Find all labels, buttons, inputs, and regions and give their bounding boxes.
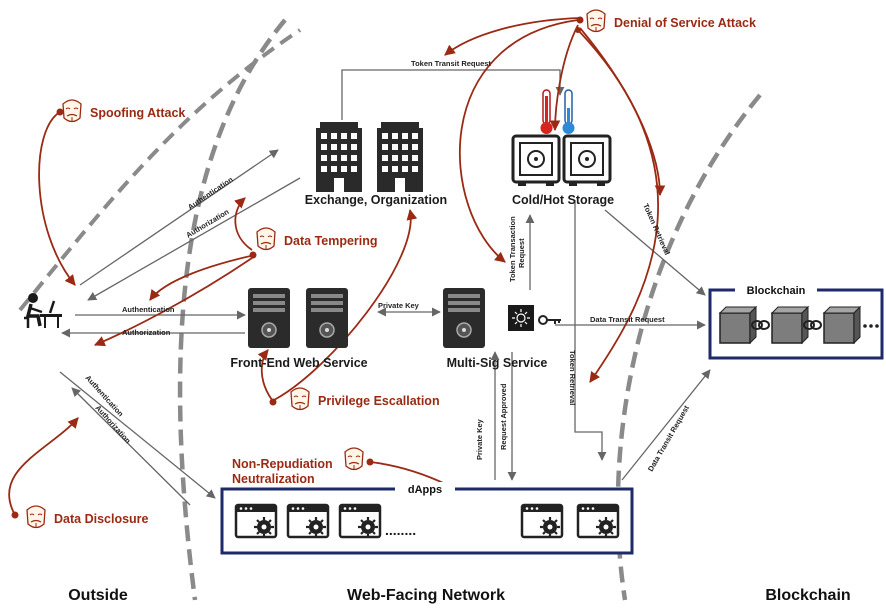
arrow-authz-from-dapps	[71, 387, 191, 506]
neutralization-label: Neutralization	[232, 472, 315, 486]
arrow-dapps-to-blockchain	[621, 369, 711, 481]
attack-path-dos-far	[577, 29, 659, 383]
building-icon	[316, 122, 362, 192]
ellipsis-icon	[863, 324, 879, 328]
edge-label-token-transaction-request: Request	[517, 238, 526, 268]
thermometer-cold-icon	[562, 89, 575, 134]
app-window-icon	[338, 503, 382, 539]
app-window-icon	[234, 503, 278, 539]
zone-label-web-facing: Web-Facing Network	[347, 587, 505, 604]
edge-label-authorization-exchange: Authorization	[184, 207, 230, 240]
attacker-mask-icon	[256, 227, 276, 251]
safe-icon	[511, 134, 561, 188]
safe-icon	[562, 134, 612, 188]
edge-label-token-retrieval-upper: Token Retrieval	[641, 202, 672, 256]
arrow-multisig-to-blockchain	[604, 209, 706, 296]
arrow-authz-from-exchange	[87, 177, 301, 301]
non-repudiation-label: Non-Repudiation	[232, 457, 333, 471]
attack-path-tampering-frontend	[149, 254, 256, 301]
attack-path-dos-storage	[549, 24, 579, 132]
user-at-computer-icon	[24, 293, 62, 328]
edge-label-authorization-frontend: Authorization	[122, 328, 171, 337]
zone-label-outside: Outside	[68, 587, 128, 604]
block-icon	[823, 306, 861, 344]
attack-path-spoofing	[38, 111, 76, 286]
building-icon	[377, 122, 423, 192]
data-tampering-label: Data Tempering	[284, 234, 378, 248]
app-window-icon	[286, 503, 330, 539]
server-icon	[305, 287, 349, 349]
attacker-mask-icon	[586, 9, 606, 33]
arrow-auth-to-dapps	[59, 371, 216, 499]
edge-label-data-transit-request: Data Transit Request	[590, 315, 665, 324]
dapps-ellipsis: ........	[385, 522, 416, 538]
edge-label-private-key: Private Key	[378, 301, 420, 310]
edge-label-authentication-frontend: Authentication	[122, 305, 175, 314]
edge-label-token-transaction: Token Transaction	[508, 216, 517, 282]
multisig-node: Multi-Sig Service	[442, 287, 561, 370]
block-icon	[771, 306, 809, 344]
arrow-token-retrieval-down	[574, 200, 607, 461]
attack-path-dos-exchange	[444, 17, 581, 56]
attacker-mask-icon	[290, 387, 310, 411]
dapps-node: dApps ........	[220, 482, 634, 555]
zone-label-blockchain: Blockchain	[765, 587, 850, 604]
edge-label-token-transit-request: Token Transit Request	[411, 59, 491, 68]
privilege-escalation-label: Privilege Escallation	[318, 394, 440, 408]
attacker-mask-icon	[26, 505, 46, 529]
app-window-icon	[576, 503, 620, 539]
storage-node: Cold/Hot Storage	[511, 89, 614, 207]
spoofing-attack-label: Spoofing Attack	[90, 106, 185, 120]
attacker-mask-icon	[344, 447, 364, 471]
arrow-token-transit-request	[341, 69, 565, 120]
attack-path-privilege-exchange	[273, 208, 418, 401]
exchange-node: Exchange, Organization	[305, 122, 447, 207]
dapps-box-title: dApps	[408, 484, 442, 496]
multisig-chip-icon	[508, 305, 534, 331]
data-disclosure-label: Data Disclosure	[54, 512, 149, 526]
multisig-label: Multi-Sig Service	[447, 356, 548, 370]
edge-label-data-transit-request-diagonal: Data Transit Request	[646, 403, 691, 473]
blockchain-node: Blockchain	[708, 283, 884, 360]
thermometer-hot-icon	[540, 89, 553, 134]
dos-attack-label: Denial of Service Attack	[614, 16, 756, 30]
attack-path-privilege-frontend	[257, 349, 273, 401]
frontend-label: Front-End Web Service	[230, 356, 367, 370]
attack-path-data-disclosure	[8, 417, 79, 516]
attack-path-dos-multisig	[458, 19, 579, 263]
app-window-icon	[520, 503, 564, 539]
boundary-arc-outside	[18, 28, 302, 312]
attack-path-tampering-exchange	[234, 197, 253, 251]
attacker-mask-icon	[62, 99, 82, 123]
edge-label-token-retrieval-lower: Token Retrieval	[568, 350, 577, 405]
blockchain-box-title: Blockchain	[747, 285, 806, 297]
storage-label: Cold/Hot Storage	[512, 193, 614, 207]
chain-link-icon	[751, 320, 822, 330]
block-icon	[719, 306, 757, 344]
edge-label-private-key-vertical: Private Key	[475, 418, 484, 460]
server-icon	[247, 287, 291, 349]
frontend-node: Front-End Web Service	[230, 287, 368, 370]
edge-label-request-approved: Request Approved	[499, 383, 508, 450]
boundary-arc-inner	[177, 18, 287, 601]
key-icon	[538, 315, 561, 325]
arrow-auth-to-exchange	[79, 149, 279, 286]
exchange-label: Exchange, Organization	[305, 193, 447, 207]
edge-label-authentication-exchange: Authentication	[186, 175, 235, 212]
attack-path-tampering-user	[94, 257, 253, 347]
server-icon	[442, 287, 486, 349]
